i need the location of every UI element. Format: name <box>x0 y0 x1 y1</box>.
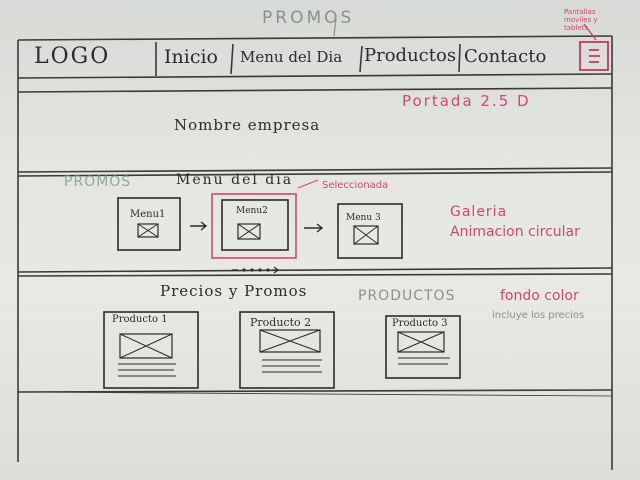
product-card-2-label: Producto 2 <box>250 316 312 329</box>
menu-section-title: Menu del dia <box>176 172 294 188</box>
gallery-note-1: Galeria <box>450 204 508 220</box>
top-note: PROMOS <box>262 8 355 28</box>
company-name: Nombre empresa <box>174 116 321 134</box>
logo[interactable]: LOGO <box>34 44 111 69</box>
product-card-2[interactable] <box>239 311 335 389</box>
top-note-hook <box>333 17 337 37</box>
menu-card-2-label: Menu2 <box>236 206 268 216</box>
product-card-1[interactable] <box>103 311 199 389</box>
menu-card-3-label: Menu 3 <box>346 213 381 223</box>
nav-item-contacto[interactable]: Contacto <box>464 46 547 67</box>
menu-faded-label: PROMOS <box>64 174 132 190</box>
products-note-1: fondo color <box>500 288 579 304</box>
nav-item-productos[interactable]: Productos <box>364 45 457 66</box>
nav-separators <box>155 42 461 76</box>
arrow-right-icon-2 <box>304 223 324 233</box>
selected-arrow <box>297 179 319 189</box>
menu-card-1-label: Menu1 <box>130 209 166 220</box>
corner-note: Pantallas moviles y tablets <box>564 8 598 32</box>
gallery-note-2: Animacion circular <box>450 224 580 240</box>
frame-lines <box>17 35 613 470</box>
product-card-3-label: Producto 3 <box>392 318 448 329</box>
product-card-3[interactable] <box>385 315 461 379</box>
nav-item-menu-del-dia[interactable]: Menu del Dia <box>240 48 343 66</box>
selected-note: Seleccionada <box>322 180 389 191</box>
products-section-title: Precios y Promos <box>160 282 308 300</box>
products-note-2: incluye los precios <box>492 310 585 321</box>
corner-note-arrow <box>583 23 597 41</box>
hamburger-icon[interactable] <box>579 41 609 71</box>
product-card-1-label: Producto 1 <box>112 314 168 325</box>
menu-card-3[interactable] <box>337 203 403 259</box>
products-faded-label: PRODUCTOS <box>358 288 456 304</box>
nav-item-inicio[interactable]: Inicio <box>164 46 218 68</box>
menu-card-1[interactable] <box>117 197 181 251</box>
arrow-right-icon <box>190 221 208 231</box>
menu-card-2[interactable] <box>211 193 297 259</box>
carousel-dots[interactable] <box>232 266 279 274</box>
hero-note: Portada 2.5 D <box>402 92 531 110</box>
